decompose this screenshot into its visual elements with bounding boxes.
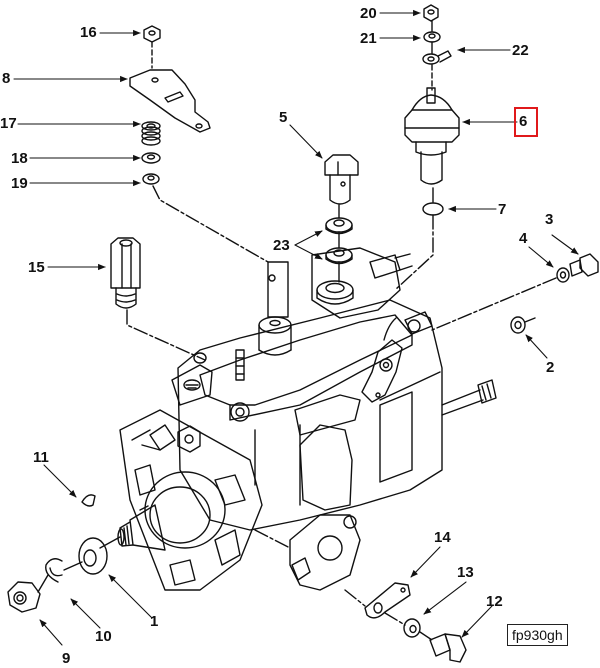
- part-17-spring: [141, 121, 161, 146]
- part-15-fitting: [110, 237, 141, 309]
- highlighted-callout-box: [514, 107, 538, 137]
- callout-9: 9: [62, 650, 71, 667]
- callout-7: 7: [498, 201, 507, 218]
- part-13-washer: [403, 618, 421, 638]
- part-3-bolt: [569, 253, 599, 277]
- part-21-lockwasher: [423, 31, 441, 43]
- callout-5: 5: [279, 109, 288, 126]
- part-6-solenoid: [404, 87, 460, 185]
- part-18-washer: [141, 152, 161, 164]
- callout-6[interactable]: 6: [519, 113, 528, 130]
- callout-22: 22: [512, 42, 529, 59]
- pump-body: [171, 247, 497, 531]
- callout-2: 2: [546, 359, 555, 376]
- callout-leaders: [13, 9, 579, 646]
- callout-19: 19: [11, 175, 28, 192]
- callout-15: 15: [28, 259, 45, 276]
- part-16-nut: [143, 25, 161, 43]
- part-11-key: [81, 494, 96, 507]
- callout-1: 1: [150, 613, 159, 630]
- callout-21: 21: [360, 30, 377, 47]
- callout-18: 18: [11, 150, 28, 167]
- callout-23: 23: [273, 237, 290, 254]
- part-5-banjo-bolt: [324, 154, 359, 205]
- part-4-washer: [556, 267, 570, 283]
- callout-17: 17: [0, 115, 17, 132]
- part-12-bolt: [429, 633, 467, 663]
- callout-12: 12: [486, 593, 503, 610]
- callout-20: 20: [360, 5, 377, 22]
- callout-4: 4: [519, 230, 528, 247]
- part-7-oring: [422, 202, 444, 216]
- part-20-nut: [423, 4, 439, 22]
- part-1-washer: [78, 537, 108, 575]
- drive-flange: [117, 409, 263, 591]
- callout-3: 3: [545, 211, 554, 228]
- callout-8: 8: [2, 70, 11, 87]
- part-2-washer: [510, 316, 526, 334]
- callout-11: 11: [33, 449, 49, 466]
- callout-13: 13: [457, 564, 474, 581]
- part-19-lockwasher: [142, 173, 160, 185]
- callout-16: 16: [80, 24, 97, 41]
- figure-id-label: fp930gh: [507, 624, 568, 646]
- gear-cover: [289, 514, 361, 591]
- callout-10: 10: [95, 628, 112, 645]
- part-10-lockwasher: [45, 558, 63, 583]
- part-9-nut: [7, 581, 41, 613]
- callout-14: 14: [434, 529, 451, 546]
- part-14-bracket: [364, 582, 411, 619]
- part-22-terminal: [422, 50, 452, 65]
- part-8-bracket: [129, 69, 211, 133]
